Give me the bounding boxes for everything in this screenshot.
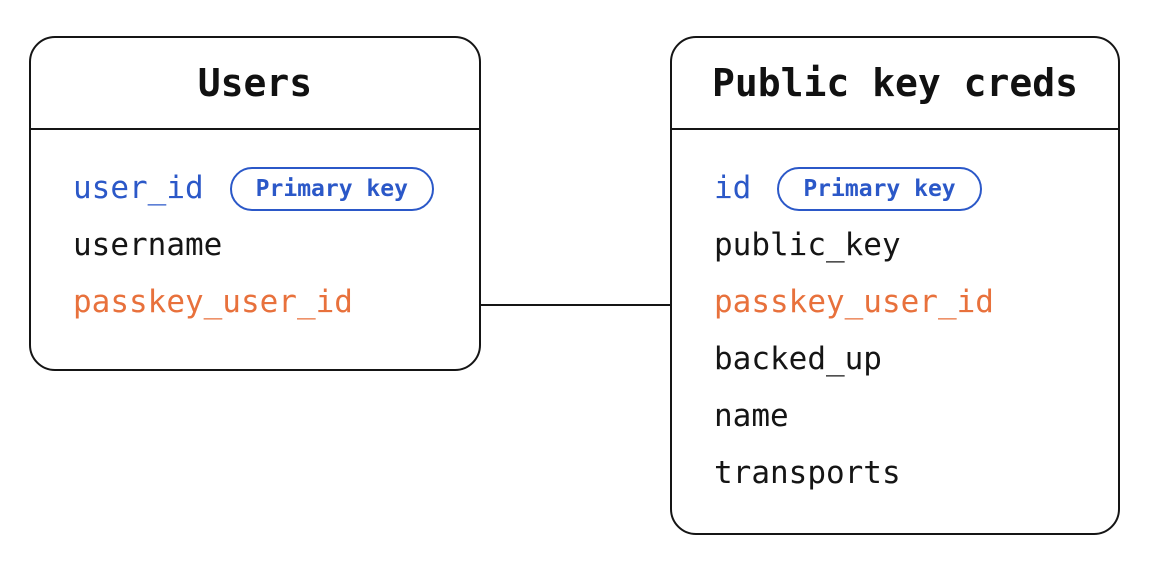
field-row-username: username	[73, 217, 479, 274]
field-name-name: name	[714, 398, 789, 434]
field-name-passkey-user-id: passkey_user_id	[714, 284, 994, 320]
table-fields-public-key-creds: id Primary key public_key passkey_user_i…	[672, 130, 1118, 502]
table-title-public-key-creds: Public key creds	[672, 38, 1118, 130]
field-row-passkey-user-id: passkey_user_id	[714, 274, 1118, 331]
table-fields-users: user_id Primary key username passkey_use…	[31, 130, 479, 331]
field-name-transports: transports	[714, 455, 901, 491]
primary-key-badge: Primary key	[777, 166, 982, 211]
field-name-username: username	[73, 227, 223, 263]
table-node-public-key-creds: Public key creds id Primary key public_k…	[670, 36, 1120, 535]
field-row-transports: transports	[714, 445, 1118, 502]
field-name-user-id: user_id	[73, 170, 204, 206]
field-row-public-key: public_key	[714, 217, 1118, 274]
field-name-backed-up: backed_up	[714, 341, 882, 377]
field-row-user-id: user_id Primary key	[73, 160, 479, 217]
field-row-name: name	[714, 388, 1118, 445]
field-name-id: id	[714, 170, 752, 206]
field-row-backed-up: backed_up	[714, 331, 1118, 388]
field-name-passkey-user-id: passkey_user_id	[73, 284, 353, 320]
table-title-users: Users	[31, 38, 479, 130]
field-row-passkey-user-id: passkey_user_id	[73, 274, 479, 331]
field-row-id: id Primary key	[714, 160, 1118, 217]
primary-key-badge: Primary key	[229, 166, 434, 211]
table-node-users: Users user_id Primary key username passk…	[29, 36, 481, 371]
field-name-public-key: public_key	[714, 227, 901, 263]
relationship-line	[481, 304, 670, 306]
